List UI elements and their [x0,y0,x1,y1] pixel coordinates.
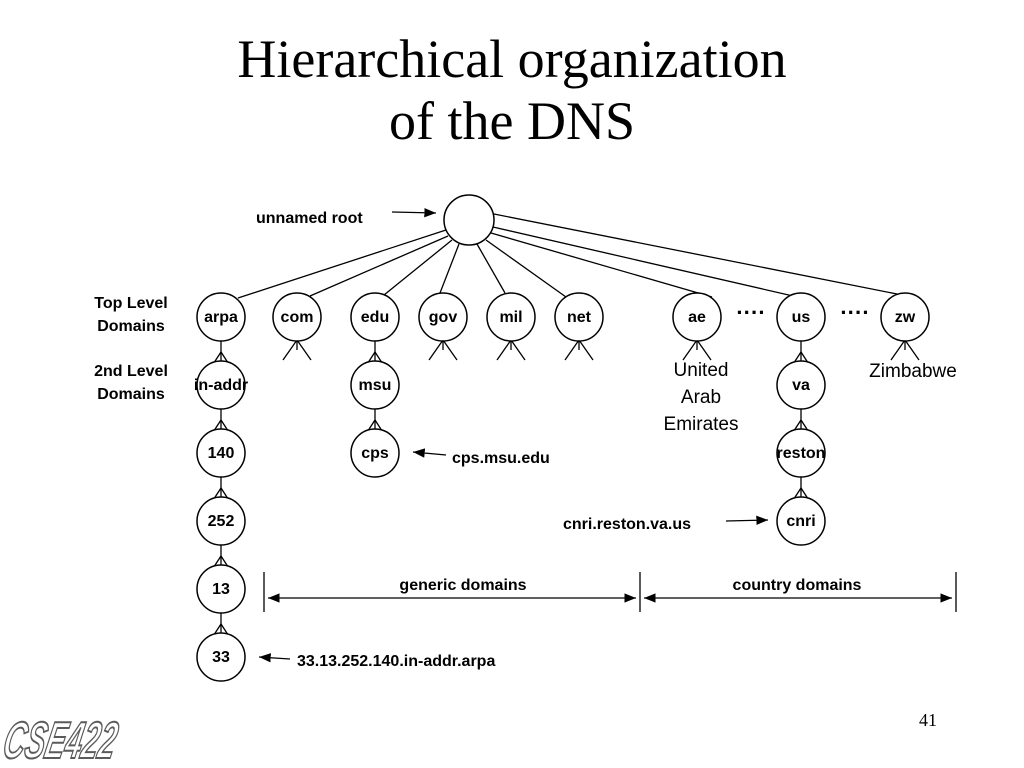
label-cnri: cnri [786,513,815,530]
cnri-fqdn-label: cnri.reston.va.us [563,516,691,533]
label-gov: gov [429,309,458,326]
node-msu [350,360,400,410]
node-net [554,292,604,342]
node-33 [196,632,246,682]
label-mil: mil [499,309,522,326]
country-ae-line-1: United [674,360,729,381]
top-level-label-1: Top Level [94,295,168,312]
cnri-fqdn-arrow [725,515,769,525]
tld-nodes [196,292,930,342]
node-cnri [776,496,826,546]
label-va: va [792,377,810,394]
label-zw: zw [895,309,916,326]
node-arpa [196,292,246,342]
domain-brackets [263,572,957,612]
node-140 [196,428,246,478]
page-number: 41 [919,710,937,730]
child-prongs [207,350,815,645]
label-13: 13 [212,581,230,598]
cps-fqdn-arrow [412,448,447,458]
lower-nodes [196,360,826,682]
label-cps: cps [361,445,389,462]
node-com [272,292,322,342]
node-in-addr [196,360,246,410]
label-us: us [792,309,811,326]
arpa-fqdn-label: 33.13.252.140.in-addr.arpa [297,653,495,670]
country-domains-label: country domains [733,577,862,594]
label-edu: edu [361,309,389,326]
cps-fqdn-label: cps.msu.edu [452,450,550,467]
ellipsis-us-zw: ···· [840,300,869,325]
title-line-1: Hierarchical organization [237,29,787,89]
node-cps [350,428,400,478]
label-140: 140 [208,445,235,462]
node-mil [486,292,536,342]
unnamed-root-arrow [391,208,437,218]
label-in-addr: in-addr [194,377,248,394]
second-level-label-2: Domains [97,386,165,403]
generic-domains-label: generic domains [399,577,526,594]
label-reston: reston [777,445,826,462]
slide-title: Hierarchical organization of the DNS [0,28,1024,152]
node-va [776,360,826,410]
node-reston [776,428,826,478]
top-level-label-2: Domains [97,318,165,335]
label-ae: ae [688,309,706,326]
logo-text: CSE422 [0,712,123,768]
label-com: com [281,309,314,326]
ellipsis-ae-us: ···· [736,300,765,325]
node-ae [672,292,722,342]
root-edges [237,213,898,299]
title-line-2: of the DNS [389,91,635,151]
label-33: 33 [212,649,230,666]
second-level-label-1: 2nd Level [94,363,168,380]
root-node [443,194,495,246]
unnamed-root-label: unnamed root [256,210,363,227]
node-edu [350,292,400,342]
label-net: net [567,309,592,326]
cse422-logo: CSE422 [0,711,124,768]
country-zw: Zimbabwe [869,361,957,382]
node-252 [196,496,246,546]
node-13 [196,564,246,614]
label-252: 252 [208,513,235,530]
node-us [776,292,826,342]
country-ae-line-3: Emirates [664,414,739,435]
label-msu: msu [359,377,392,394]
label-arpa: arpa [204,309,238,326]
country-ae-line-2: Arab [681,387,721,408]
node-zw [880,292,930,342]
arpa-fqdn-arrow [258,653,291,663]
node-gov [418,292,468,342]
